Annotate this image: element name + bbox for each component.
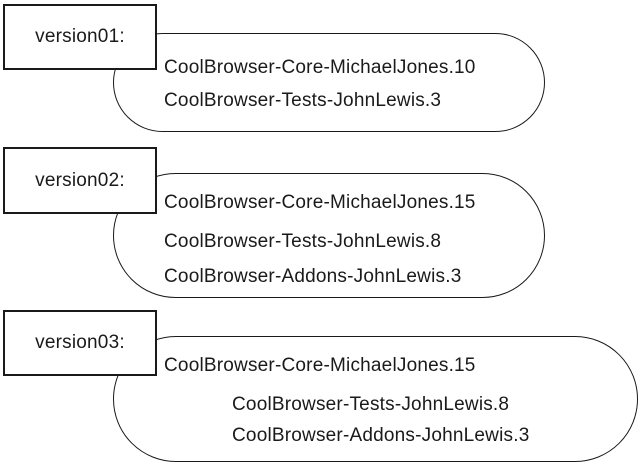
package-item: CoolBrowser-Core-MichaelJones.10 xyxy=(164,57,476,78)
package-item: CoolBrowser-Addons-JohnLewis.3 xyxy=(232,425,530,446)
package-item: CoolBrowser-Core-MichaelJones.15 xyxy=(164,192,476,213)
version-label-box-01: version01: xyxy=(3,4,157,70)
version-label: version01: xyxy=(35,26,125,47)
version-label-box-03: version03: xyxy=(3,310,157,376)
version-label: version03: xyxy=(35,332,125,353)
package-item: CoolBrowser-Tests-JohnLewis.8 xyxy=(164,231,442,252)
package-item: CoolBrowser-Core-MichaelJones.15 xyxy=(164,355,476,376)
package-list-bubble-02 xyxy=(113,173,545,298)
package-item: CoolBrowser-Addons-JohnLewis.3 xyxy=(164,266,462,287)
package-list-bubble-03 xyxy=(113,336,638,462)
package-item: CoolBrowser-Tests-JohnLewis.8 xyxy=(232,394,510,415)
version-label-box-02: version02: xyxy=(3,147,157,214)
package-list-bubble-01 xyxy=(113,33,545,132)
package-item: CoolBrowser-Tests-JohnLewis.3 xyxy=(164,90,442,111)
version-label: version02: xyxy=(35,169,125,191)
